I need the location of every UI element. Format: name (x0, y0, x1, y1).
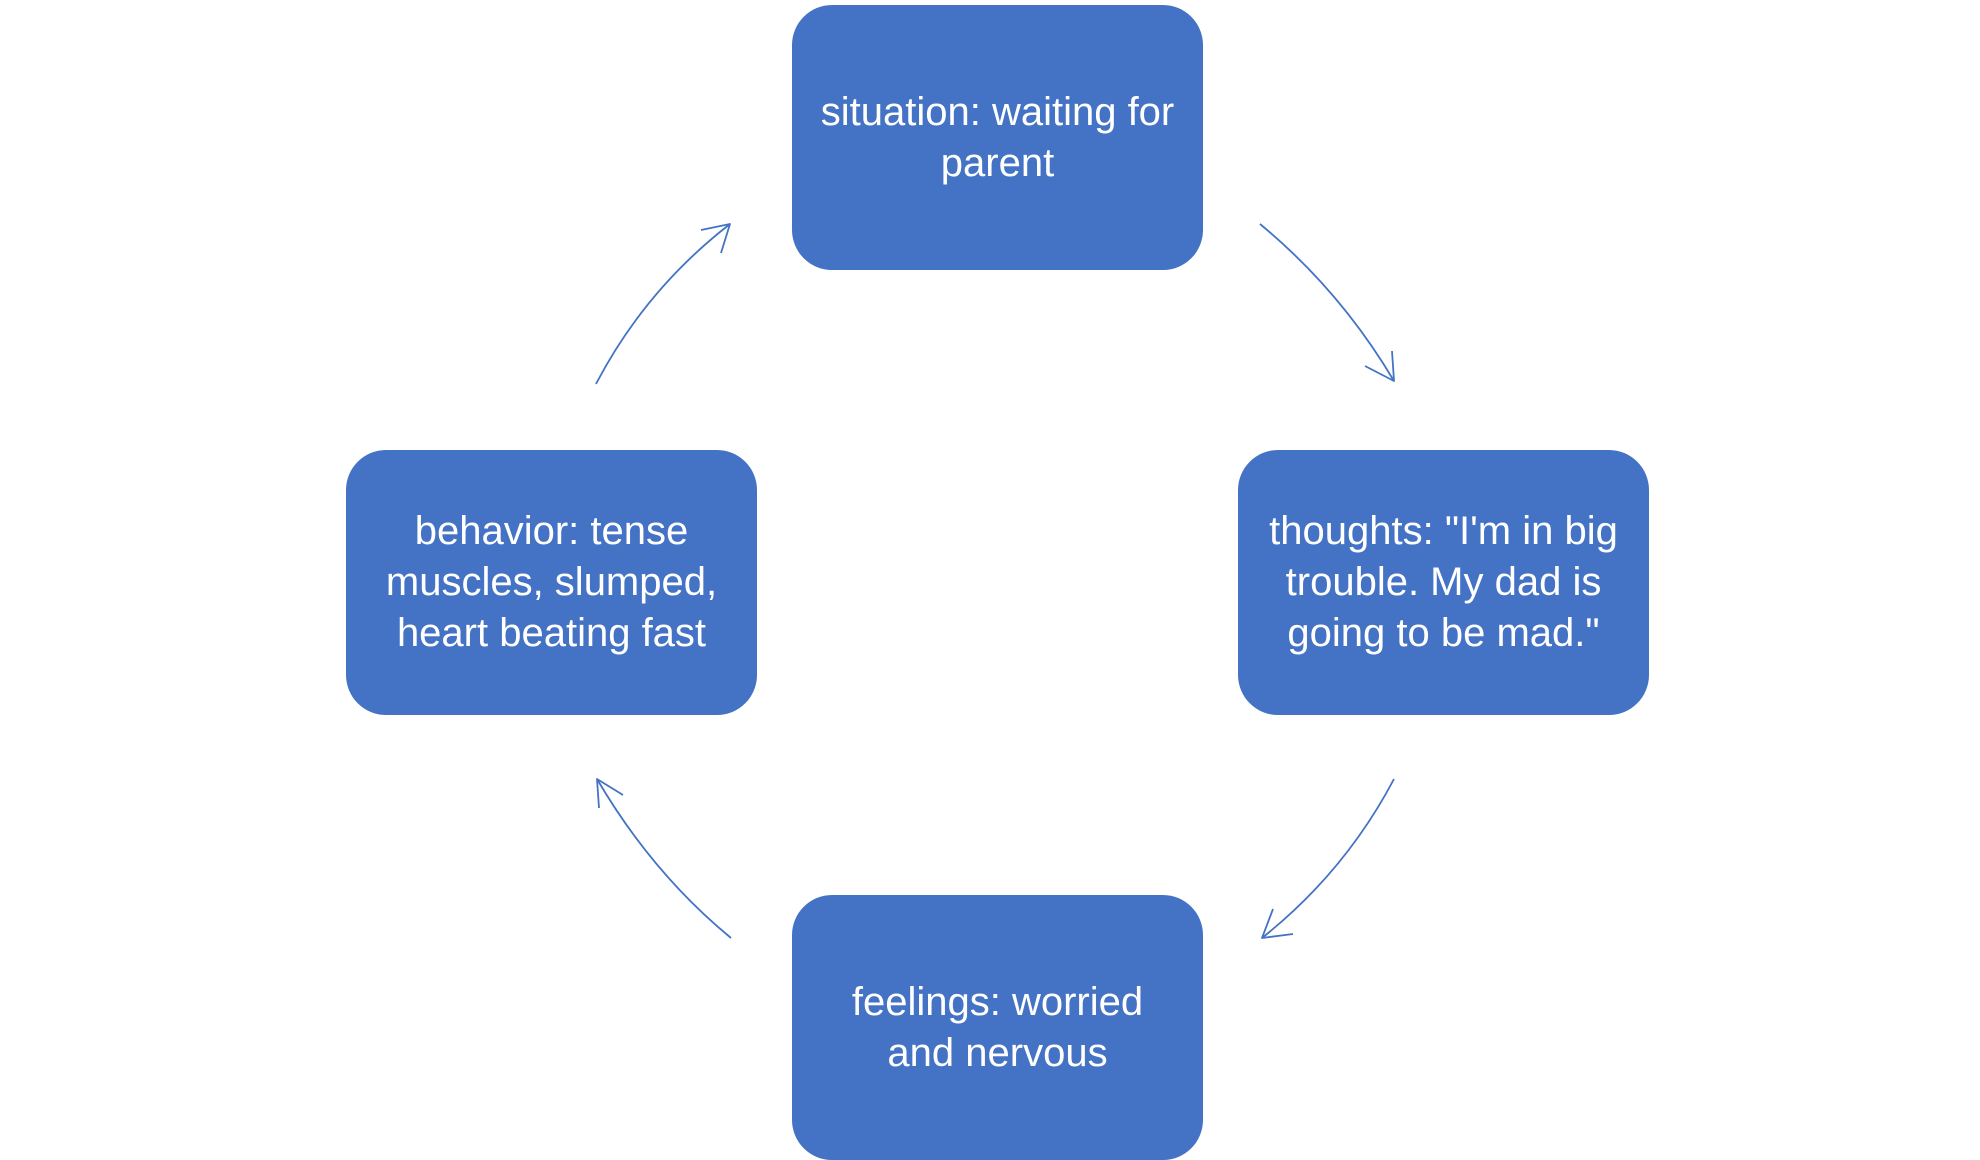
thoughts-box: thoughts: "I'm in big trouble. My dad is… (1238, 450, 1649, 715)
arrow-behavior-to-situation (595, 223, 731, 385)
feelings-label: feelings: worried and nervous (851, 979, 1144, 1075)
thoughts-label: thoughts: "I'm in big trouble. My dad is… (1269, 509, 1618, 655)
behavior-box: behavior: tense muscles, slumped, heart … (346, 450, 757, 715)
arrow-thoughts-to-feelings (1261, 778, 1395, 939)
situation-box: situation: waiting for parent (792, 5, 1203, 270)
arrow-situation-to-thoughts (1259, 223, 1395, 382)
arrow-feelings-to-behavior (596, 778, 732, 939)
feelings-box: feelings: worried and nervous (792, 895, 1203, 1160)
behavior-label: behavior: tense muscles, slumped, heart … (385, 509, 718, 655)
situation-label: situation: waiting for parent (820, 89, 1175, 185)
